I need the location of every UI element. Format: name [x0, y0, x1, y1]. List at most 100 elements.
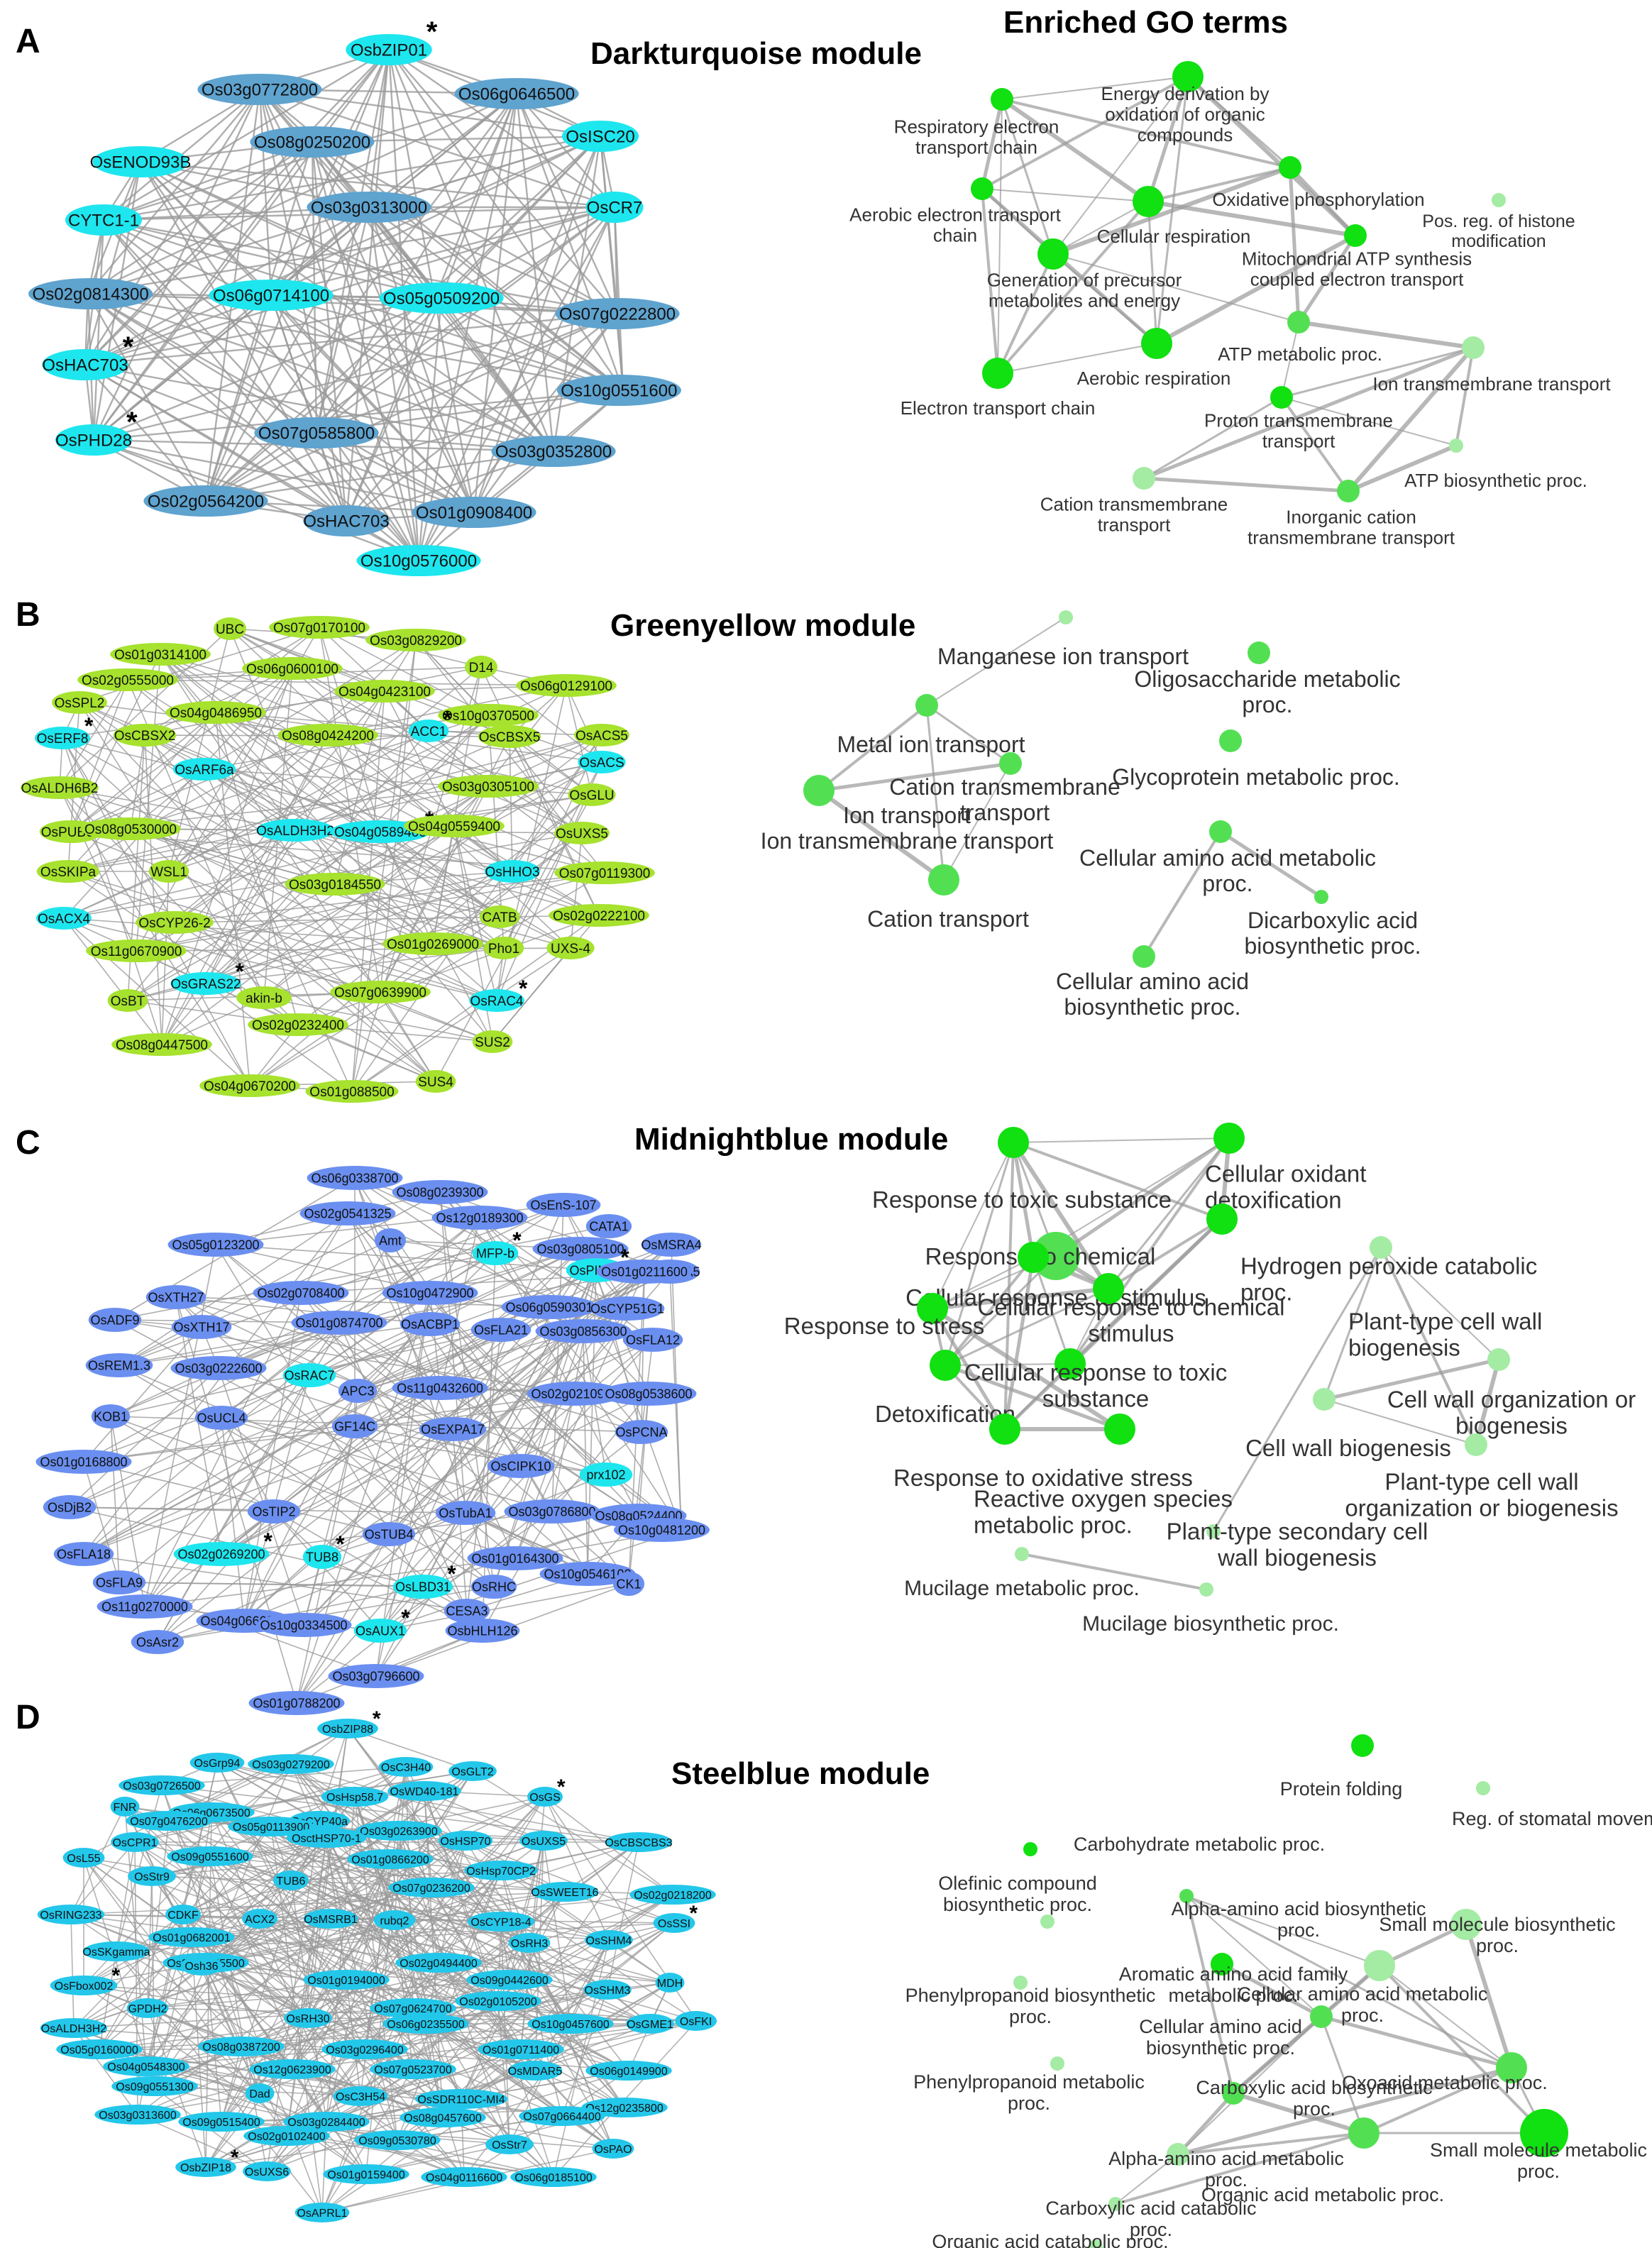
network-edge [62, 737, 250, 1086]
go-term-label: Mucilage biosynthetic proc. [1082, 1612, 1339, 1636]
network-edge [83, 1390, 358, 1555]
network-edge [351, 947, 571, 1092]
network-edge [215, 712, 605, 874]
gene-node-label: Os11g0432600 [397, 1381, 483, 1395]
go-term-node [1209, 820, 1232, 843]
gene-node-shape [53, 1542, 114, 1566]
gene-node-ubc: UBC [214, 617, 246, 640]
go-term-node [1050, 2056, 1064, 2071]
gene-node-osglt2: OsGLT2 [448, 1761, 497, 1781]
gene-node-os04g0486950: Os04g0486950 [165, 701, 266, 724]
network-edge [503, 734, 602, 949]
gene-node-osskipa: OsSKIPa [36, 860, 100, 883]
go-term-node [1213, 1123, 1245, 1154]
gene-node-os07g0119300: Os07g0119300 [554, 861, 655, 884]
go-term-label: Organic acid catabolic proc. [932, 2231, 1168, 2248]
gene-node-label: Os01g0159400 [327, 2169, 405, 2181]
network-edge [84, 363, 347, 522]
network-edge [319, 1820, 426, 2024]
go-edge [1186, 1895, 1322, 2017]
gene-node-label: Os08g0424200 [282, 729, 374, 744]
gene-node-osaux1: OsAUX1* [353, 1605, 410, 1643]
gene-node-label: Os07g0639900 [334, 986, 426, 1001]
gene-node-label: Os02g0210900 [531, 1387, 618, 1401]
gene-node-shape [243, 2161, 291, 2181]
gene-node-shape [464, 1861, 538, 1880]
network-edge [354, 1796, 675, 1924]
network-edge [160, 654, 436, 1082]
gene-node-shape [285, 873, 385, 896]
gene-node-shape [148, 1927, 235, 1947]
network-edge [303, 1533, 390, 1626]
gene-node-os10g0370500: Os10g0370500 [438, 704, 539, 727]
gene-node-label: OsACBP1 [401, 1317, 459, 1331]
gene-node-label: MFP-b [476, 1246, 514, 1260]
gene-node-mfp-b: MFP-b* [472, 1228, 522, 1265]
gene-node-label: Os03g0805100 [536, 1242, 624, 1256]
gene-node-ck1: CK1 [612, 1572, 645, 1596]
gene-node-os07g0222800: Os07g0222800 [555, 298, 680, 329]
gene-node-shape [622, 1328, 683, 1352]
network-edge [140, 161, 419, 561]
gene-node-os06g0185100: Os06g0185100 [510, 2167, 597, 2187]
gene-node-shape [145, 1285, 206, 1309]
gene-node-label: OsACX4 [38, 912, 90, 927]
gene-node-label: Os06g0149900 [590, 2066, 668, 2078]
gene-node-shape [249, 2059, 336, 2079]
network-edge [473, 313, 618, 513]
network-edge [147, 1820, 170, 2009]
gene-node-label: Os02g0494400 [400, 1958, 478, 1970]
gene-node-os06g0338700: Os06g0338700 [307, 1166, 403, 1190]
go-term-node [1270, 386, 1293, 409]
go-edge [1280, 346, 1475, 399]
go-edge [1032, 1256, 1072, 1365]
network-edge [144, 734, 163, 1045]
go-edge [1379, 1965, 1512, 2068]
go-edge [1185, 1895, 1235, 2095]
gene-node-os06g0646500: Os06g0646500 [454, 78, 579, 109]
gene-node-label: Os03g0856300 [539, 1324, 627, 1338]
gene-node-os08g0457600: Os08g0457600 [400, 2108, 486, 2127]
gene-node-shape [412, 497, 536, 528]
gene-node-os02g0708400: Os02g0708400 [253, 1281, 349, 1305]
gene-node-apc3: APC3 [338, 1379, 378, 1403]
go-term-label: Electron transport chain [901, 397, 1096, 419]
go-term-node [1172, 61, 1204, 92]
gene-node-shape [615, 1420, 668, 1444]
network-edge [83, 1339, 654, 1555]
network-edge [488, 786, 605, 874]
gene-node-shape [92, 1570, 146, 1594]
gene-node-shape [307, 1166, 403, 1190]
gene-node-osphd28: OsPHD28* [55, 407, 138, 456]
network-edge [144, 1244, 216, 1607]
go-edge [996, 253, 1054, 375]
network-edge [182, 1914, 347, 1980]
network-edge [130, 734, 145, 830]
go-edge [1288, 165, 1301, 324]
network-edge [59, 787, 500, 918]
gene-node-label: OsCBSCBS3 [605, 1837, 672, 1849]
gene-node-label: OsISC20 [566, 128, 634, 147]
gene-node-shape [585, 192, 644, 223]
gene-node-label: OsGrp94 [194, 1758, 241, 1770]
go-edge [1146, 199, 1358, 238]
gene-node-label: OsEXPA17 [421, 1422, 485, 1436]
gene-node-label: OsAsr2 [136, 1635, 179, 1649]
network-edge [205, 1812, 212, 2168]
gene-node-ossdr110c-mi4: OsSDR110C-MI4 [414, 2089, 508, 2109]
network-edge [205, 312, 618, 502]
gene-node-os07g0523700: Os07g0523700 [370, 2059, 456, 2079]
network-edge [388, 1330, 584, 1535]
gene-node-osshm3: OsSHM3 [583, 1980, 632, 2000]
gene-node-label: Os07g0476200 [130, 1816, 208, 1828]
network-edge [182, 1914, 536, 2071]
gene-node-oscipk10: OsCIPK10 [487, 1454, 555, 1478]
gene-node-shape [554, 861, 655, 884]
network-edge [263, 916, 500, 998]
go-term-label: Oxidative phosphorylation [1212, 189, 1424, 210]
go-edge [930, 1286, 1111, 1311]
